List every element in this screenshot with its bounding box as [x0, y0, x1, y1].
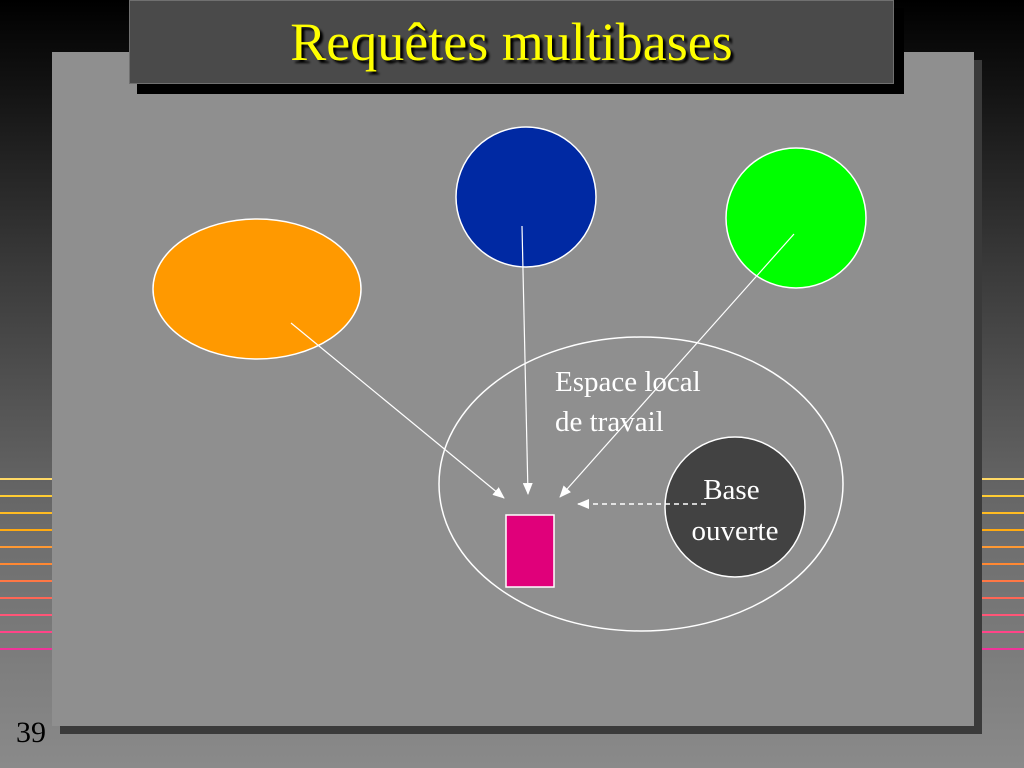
workspace-label: Espace local de travail: [555, 366, 708, 438]
page-number: 39: [16, 716, 46, 749]
title-box: Requêtes multibases: [129, 0, 894, 84]
open-base-label-line2: ouverte: [692, 515, 779, 547]
slide-title: Requêtes multibases: [290, 12, 733, 72]
workspace-label-line2: de travail: [555, 406, 664, 438]
open-base-circle: [664, 436, 806, 578]
blue-database: [455, 126, 597, 268]
local-item-rectangle: [505, 514, 555, 588]
arrow-green-to-local: [559, 233, 795, 498]
open-base-label: Base ouverte: [692, 474, 779, 547]
orange-database: [152, 218, 362, 360]
local-workspace-ellipse: [438, 336, 844, 632]
open-base-label-line1: Base: [703, 474, 759, 506]
green-database: [725, 147, 867, 289]
arrow-orange-to-local: [290, 322, 505, 499]
arrow-blue-to-local: [521, 225, 533, 495]
workspace-label-line1: Espace local: [555, 366, 701, 398]
